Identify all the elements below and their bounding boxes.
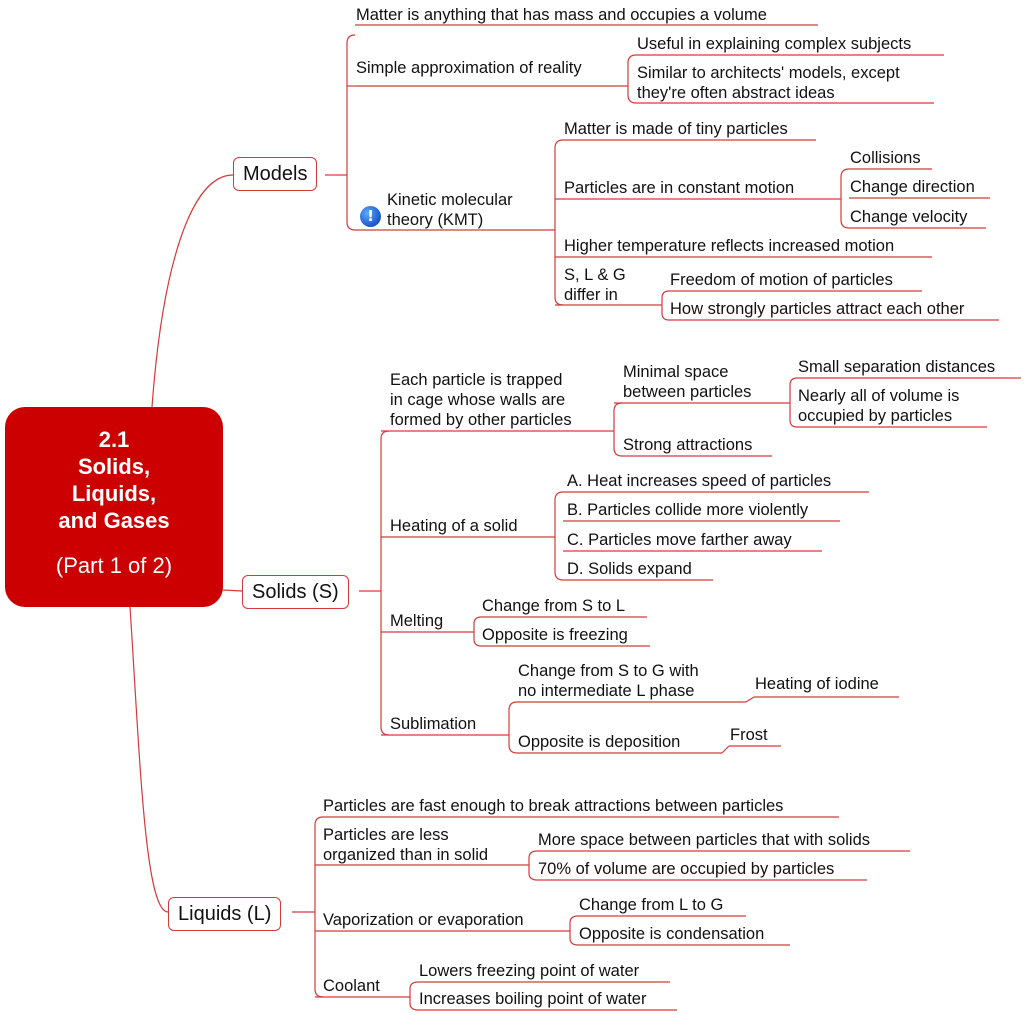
link-solids-spine: [380, 430, 390, 736]
node-melting[interactable]: Melting: [390, 612, 444, 630]
node-nearly-all-volume[interactable]: Nearly all of volume is occupied by part…: [798, 387, 960, 425]
node-cool-boil[interactable]: Increases boiling point of water: [419, 990, 647, 1008]
link-sub-iodine: [745, 696, 755, 703]
node-sublimation[interactable]: Sublimation: [390, 715, 477, 733]
node-kmt[interactable]: Kinetic molecular theory (KMT): [387, 191, 513, 229]
topic-liquids[interactable]: Liquids (L): [168, 897, 282, 931]
node-vapor-opposite[interactable]: Opposite is condensation: [579, 925, 765, 943]
root-subtitle: (Part 1 of 2): [55, 553, 173, 578]
link-models-spine: [346, 34, 356, 231]
root-title-line-1: 2.1: [98, 427, 130, 452]
node-kmt-temperature[interactable]: Higher temperature reflects increased mo…: [564, 237, 895, 255]
node-heating-solid[interactable]: Heating of a solid: [390, 517, 518, 535]
link-root-liquids: [129, 606, 169, 913]
node-melt-change[interactable]: Change from S to L: [482, 597, 626, 615]
link-kmt-spine: [554, 139, 564, 306]
node-approx-useful[interactable]: Useful in explaining complex subjects: [637, 35, 912, 53]
node-slg-attract[interactable]: How strongly particles attract each othe…: [670, 300, 965, 318]
link-motion-spine: [840, 168, 850, 229]
node-heat-a[interactable]: A. Heat increases speed of particles: [567, 472, 832, 490]
link-cage-spine: [613, 402, 623, 457]
root-title-line-2: Solids,: [77, 454, 151, 479]
link-root-models: [151, 174, 234, 408]
node-cage[interactable]: Each particle is trapped in cage whose w…: [390, 371, 572, 429]
node-liquid-less-organized[interactable]: Particles are less organized than in sol…: [323, 826, 489, 864]
node-vaporization[interactable]: Vaporization or evaporation: [323, 911, 524, 929]
node-melt-opposite[interactable]: Opposite is freezing: [482, 626, 628, 644]
link-approx-spine: [627, 54, 637, 104]
link-sub-frost: [721, 745, 730, 754]
node-kmt-particles[interactable]: Matter is made of tiny particles: [564, 120, 788, 138]
node-motion-direction[interactable]: Change direction: [850, 178, 975, 196]
node-small-separation[interactable]: Small separation distances: [798, 358, 996, 376]
link-less-spine: [528, 850, 538, 881]
node-approx-architects[interactable]: Similar to architects' models, except th…: [637, 64, 900, 102]
link-root-solids: [222, 589, 243, 592]
link-liquids-spine: [314, 816, 324, 998]
node-coolant[interactable]: Coolant: [323, 977, 380, 995]
link-minimal-spine: [789, 377, 798, 428]
node-liquid-more-space[interactable]: More space between particles that with s…: [538, 831, 870, 849]
central-topic[interactable]: 2.1 Solids, Liquids, and Gases (Part 1 o…: [5, 407, 223, 607]
node-liquid-seventy[interactable]: 70% of volume are occupied by particles: [538, 860, 835, 878]
node-kmt-motion[interactable]: Particles are in constant motion: [564, 179, 795, 197]
root-title-line-3: Liquids,: [71, 481, 157, 506]
link-heating-spine: [554, 491, 564, 581]
info-alert-icon: !: [360, 206, 381, 227]
link-melting-spine: [473, 616, 482, 647]
node-slg-freedom[interactable]: Freedom of motion of particles: [670, 271, 893, 289]
node-slg-differ[interactable]: S, L & G differ in: [564, 266, 626, 304]
node-sub-change[interactable]: Change from S to G with no intermediate …: [518, 662, 699, 700]
root-title-line-4: and Gases: [58, 508, 170, 533]
node-motion-velocity[interactable]: Change velocity: [850, 208, 968, 226]
node-sub-opposite[interactable]: Opposite is deposition: [518, 733, 681, 751]
node-sub-iodine[interactable]: Heating of iodine: [755, 675, 879, 693]
node-vapor-change[interactable]: Change from L to G: [579, 896, 724, 914]
topic-solids[interactable]: Solids (S): [242, 575, 349, 609]
link-sub-spine: [508, 701, 518, 754]
link-coolant-spine: [409, 981, 419, 1011]
node-approximation[interactable]: Simple approximation of reality: [356, 59, 582, 77]
node-cool-freeze[interactable]: Lowers freezing point of water: [419, 962, 640, 980]
link-vapor-spine: [569, 915, 579, 946]
node-heat-b[interactable]: B. Particles collide more violently: [567, 501, 809, 519]
link-slg-spine: [661, 290, 670, 321]
topic-models[interactable]: Models: [233, 157, 318, 191]
node-sub-frost[interactable]: Frost: [730, 726, 768, 744]
node-minimal-space[interactable]: Minimal space between particles: [623, 363, 752, 401]
node-matter-definition[interactable]: Matter is anything that has mass and occ…: [356, 6, 767, 24]
node-liquid-fast[interactable]: Particles are fast enough to break attra…: [323, 797, 784, 815]
node-heat-c[interactable]: C. Particles move farther away: [567, 531, 792, 549]
node-heat-d[interactable]: D. Solids expand: [567, 560, 692, 578]
node-strong-attractions[interactable]: Strong attractions: [623, 436, 753, 454]
node-motion-collisions[interactable]: Collisions: [850, 149, 921, 167]
